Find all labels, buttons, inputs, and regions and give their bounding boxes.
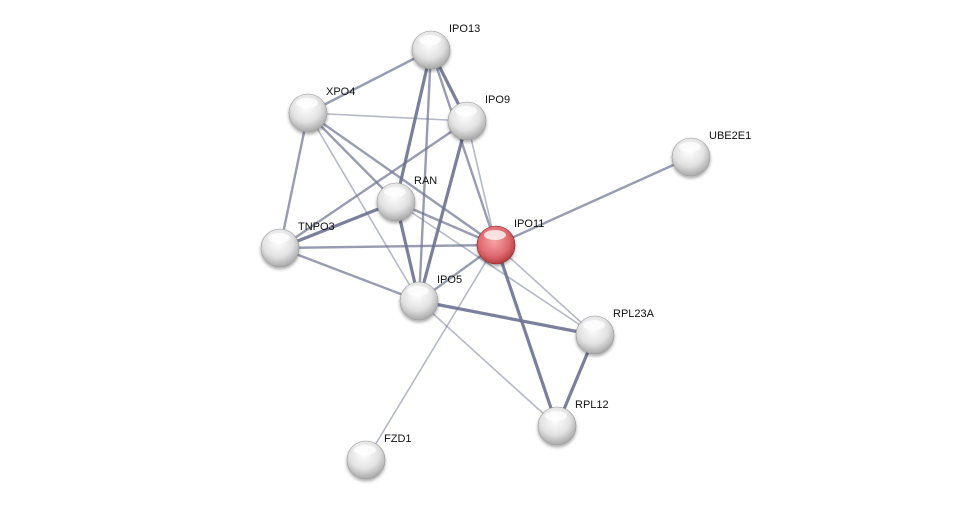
- node-highlight: [455, 106, 477, 116]
- node-label: RAN: [414, 175, 437, 187]
- node-tnpo3[interactable]: TNPO3: [260, 221, 335, 268]
- node-label: UBE2E1: [709, 130, 751, 142]
- node-rpl23a[interactable]: RPL23A: [575, 308, 655, 355]
- edge-tnpo3-ipo11[interactable]: [279, 243, 497, 250]
- node-ipo9[interactable]: IPO9: [447, 94, 510, 141]
- node-label: IPO9: [485, 94, 510, 106]
- node-label: IPO5: [437, 274, 462, 286]
- node-highlight: [268, 233, 290, 243]
- edge-ipo9-tnpo3[interactable]: [279, 120, 468, 249]
- edge-ipo5-rpl23a[interactable]: [418, 299, 596, 337]
- edge-tnpo3-ipo5[interactable]: [279, 246, 420, 303]
- node-xpo4[interactable]: XPO4: [288, 86, 355, 133]
- node-highlight: [583, 320, 605, 330]
- node-fzd1[interactable]: FZD1: [346, 433, 412, 480]
- node-highlight: [679, 142, 701, 152]
- edge-ipo13-ran[interactable]: [394, 49, 433, 203]
- node-rpl12[interactable]: RPL12: [537, 399, 609, 446]
- edge-ipo13-xpo4[interactable]: [307, 48, 432, 115]
- node-label: IPO11: [514, 218, 544, 230]
- node-label: XPO4: [326, 86, 355, 98]
- node-highlight: [484, 230, 506, 240]
- edge-ran-tnpo3[interactable]: [279, 200, 397, 250]
- edge-ran-rpl23a[interactable]: [395, 201, 596, 336]
- node-highlight: [384, 187, 406, 197]
- node-ipo11[interactable]: IPO11: [476, 218, 544, 265]
- node-label: FZD1: [384, 433, 412, 445]
- edge-xpo4-ipo5[interactable]: [307, 112, 420, 302]
- edge-xpo4-ipo11[interactable]: [307, 112, 497, 246]
- node-highlight: [419, 35, 441, 45]
- edge-ipo11-ube2e1[interactable]: [495, 155, 692, 247]
- node-ube2e1[interactable]: UBE2E1: [671, 130, 751, 177]
- edge-ipo13-ipo11[interactable]: [429, 49, 498, 246]
- edge-ipo13-ipo5[interactable]: [417, 49, 433, 302]
- edge-ipo11-fzd1[interactable]: [365, 244, 497, 461]
- node-highlight: [296, 98, 318, 108]
- edge-xpo4-ran[interactable]: [307, 112, 397, 203]
- edge-xpo4-tnpo3[interactable]: [278, 112, 310, 249]
- edge-ipo11-rpl12[interactable]: [494, 244, 559, 427]
- node-label: RPL23A: [613, 308, 655, 320]
- node-ran[interactable]: RAN: [376, 175, 437, 222]
- edge-ipo5-rpl12[interactable]: [418, 300, 558, 427]
- node-label: IPO13: [449, 23, 480, 35]
- node-ipo13[interactable]: IPO13: [411, 23, 480, 70]
- node-highlight: [545, 411, 567, 421]
- node-label: TNPO3: [298, 221, 335, 233]
- edge-ipo9-ipo5[interactable]: [417, 120, 469, 302]
- node-highlight: [407, 286, 429, 296]
- node-label: RPL12: [575, 399, 609, 411]
- node-highlight: [354, 445, 376, 455]
- edge-xpo4-ipo9[interactable]: [307, 112, 468, 122]
- node-ipo5[interactable]: IPO5: [399, 274, 462, 321]
- edge-ipo9-ipo11[interactable]: [466, 120, 497, 246]
- edge-ipo11-rpl23a[interactable]: [495, 244, 596, 336]
